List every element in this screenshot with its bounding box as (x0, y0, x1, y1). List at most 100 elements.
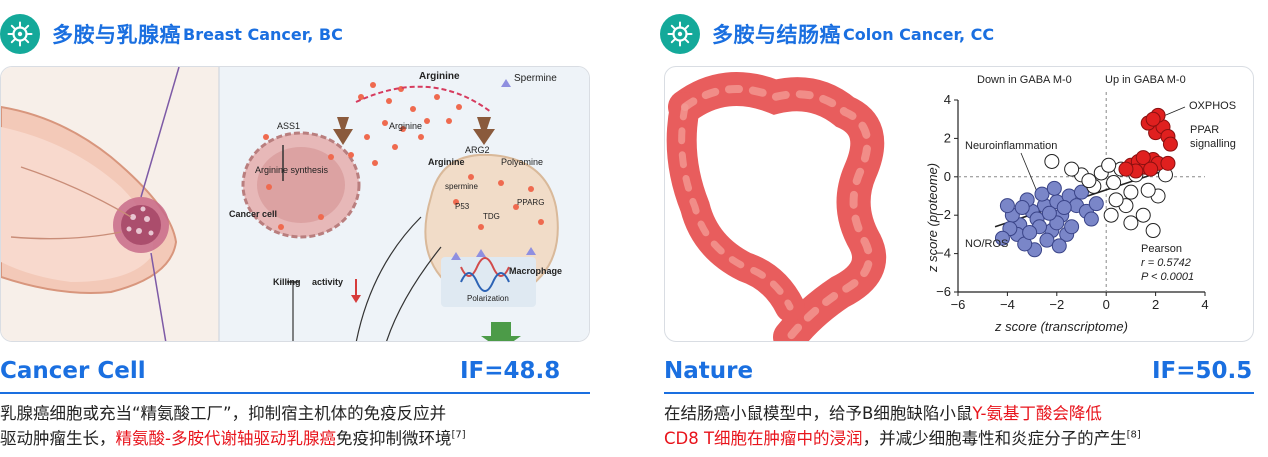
stats-p: P < 0.0001 (1141, 271, 1194, 283)
point-down (1014, 200, 1030, 216)
fig-label: Polarization (467, 294, 509, 303)
point-down (999, 198, 1015, 214)
x-tick-label: 0 (1103, 297, 1110, 312)
point-down (1056, 200, 1072, 216)
point-down (1034, 186, 1050, 202)
virus-icon (660, 14, 700, 54)
fig-label: ASS1 (277, 121, 300, 131)
point-down (1022, 224, 1038, 240)
point-down (1088, 196, 1104, 212)
journal-name: Nature (664, 358, 754, 384)
description-line: 乳腺癌细胞或充当“精氨酸工厂”，抑制宿主机体的免疫反应并 (0, 404, 447, 423)
description-line: 驱动肿瘤生长，精氨酸-多胺代谢轴驱动乳腺癌免疫抑制微环境[7] (0, 426, 600, 451)
y-tick-label: −4 (936, 246, 951, 261)
point-up (1145, 111, 1161, 127)
point-neutral (1101, 157, 1117, 173)
x-axis-label: z score (transcriptome) (994, 319, 1128, 334)
desc-text: 免疫抑制微环境 (335, 429, 452, 448)
point-neutral (1108, 192, 1124, 208)
section-title: 多胺与乳腺癌 (52, 23, 181, 47)
section-title: 多胺与结肠癌 (712, 23, 841, 47)
breast-illustration-icon (1, 67, 219, 341)
fig-label: Macrophage (509, 266, 562, 276)
y-tick-label: −2 (936, 207, 951, 222)
x-tick-label: −2 (1049, 297, 1064, 312)
annotation-signalling: signalling (1190, 138, 1236, 150)
point-down (1041, 205, 1057, 221)
x-tick-label: 4 (1201, 297, 1208, 312)
point-neutral (1106, 175, 1122, 191)
point-up (1160, 155, 1176, 171)
desc-highlight: 精氨酸-多胺代谢轴驱动乳腺癌 (115, 429, 336, 448)
point-neutral (1123, 215, 1139, 231)
point-up (1162, 136, 1178, 152)
section-subtitle: Breast Cancer, BC (183, 24, 343, 44)
journal-name: Cancer Cell (0, 358, 146, 384)
fig-label: Arginine (389, 121, 422, 131)
description: 在结肠癌小鼠模型中，给予B细胞缺陷小鼠Y-氨基丁酸会降低 CD8 T细胞在肿瘤中… (664, 401, 1268, 451)
fig-label: Polyamine (501, 157, 543, 167)
stats-r: r = 0.5742 (1141, 257, 1191, 269)
stats-label: Pearson (1141, 243, 1182, 255)
breast-cancer-figure: Arginine Spermine ASS1 Arginine synthesi… (0, 66, 590, 342)
fig-label: activity (312, 277, 343, 287)
macrophage-icon (424, 153, 559, 307)
desc-text: 驱动肿瘤生长， (0, 429, 116, 448)
desc-text: ，并减少细胞毒性和炎症分子的产生 (862, 429, 1127, 448)
y-tick-label: 4 (944, 92, 951, 107)
chart-header-right: Up in GABA M-0 (1105, 74, 1186, 86)
point-down (1074, 184, 1089, 200)
chart-header-left: Down in GABA M-0 (977, 74, 1072, 86)
fig-label: PPARG (517, 198, 544, 207)
x-tick-label: −6 (951, 297, 966, 312)
colon-illustration-icon (666, 72, 886, 341)
fig-label: Cancer cell (229, 209, 277, 219)
point-neutral (1103, 207, 1119, 223)
point-down (1083, 211, 1099, 227)
section-subtitle: Colon Cancer, CC (843, 24, 995, 44)
point-down (1039, 232, 1055, 248)
reference-marker: [7] (451, 429, 466, 441)
colon-cancer-header: 多胺与结肠癌 Colon Cancer, CC (660, 14, 994, 54)
breast-cancer-panel: 多胺与乳腺癌 Breast Cancer, BC (0, 0, 600, 457)
point-up (1118, 161, 1134, 177)
point-neutral (1081, 173, 1097, 189)
point-down (994, 230, 1010, 246)
fig-label: Spermine (514, 73, 557, 84)
fig-label: ARG2 (465, 145, 490, 155)
x-tick-label: 2 (1152, 297, 1159, 312)
desc-highlight: Y-氨基丁酸会降低 (972, 404, 1102, 423)
point-neutral (1044, 153, 1060, 169)
point-down (1064, 219, 1080, 235)
y-tick-label: 0 (944, 169, 951, 184)
divider (0, 392, 590, 394)
point-neutral (1145, 223, 1161, 239)
point-up (1135, 150, 1151, 166)
description-line: CD8 T细胞在肿瘤中的浸润，并减少细胞毒性和炎症分子的产生[8] (664, 426, 1268, 451)
point-down (1051, 238, 1067, 254)
y-tick-label: 2 (944, 130, 951, 145)
impact-factor: IF=50.5 (1152, 358, 1253, 384)
point-neutral (1123, 184, 1139, 200)
y-tick-label: −6 (936, 284, 951, 299)
fig-label: spermine (445, 182, 478, 191)
fig-label: P53 (455, 202, 470, 211)
point-neutral (1140, 182, 1156, 198)
annotation-neuroinflammation: Neuroinflammation (965, 140, 1057, 152)
description: 乳腺癌细胞或充当“精氨酸工厂”，抑制宿主机体的免疫反应并 驱动肿瘤生长，精氨酸-… (0, 401, 600, 451)
point-up (1143, 161, 1159, 177)
point-neutral (1064, 161, 1080, 177)
virus-icon (0, 14, 40, 54)
description-line: 在结肠癌小鼠模型中，给予B细胞缺陷小鼠Y-氨基丁酸会降低 (664, 401, 1268, 426)
reference-marker: [8] (1126, 429, 1141, 441)
annotation-no-ros: NO/ROS (965, 238, 1008, 250)
annotation-ppar: PPAR (1190, 124, 1219, 136)
impact-factor: IF=48.8 (460, 358, 561, 384)
fig-label: Arginine (428, 157, 465, 167)
fig-label: Arginine synthesis (255, 165, 329, 175)
fig-label: TDG (483, 212, 500, 221)
point-down (1046, 180, 1062, 196)
